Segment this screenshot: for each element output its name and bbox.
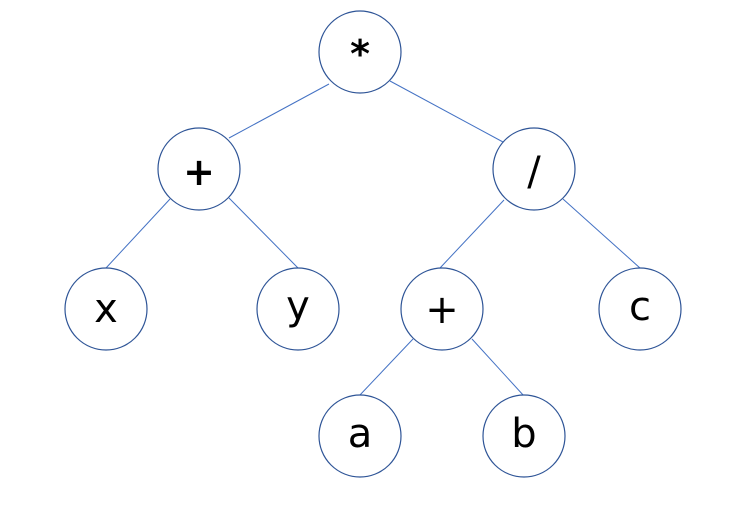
node-leaf-a: a: [318, 394, 402, 478]
node-label: y: [286, 283, 310, 329]
node-leaf-x: x: [64, 267, 148, 351]
node-leaf-b: b: [482, 394, 566, 478]
tree-edges: [105, 80, 641, 397]
node-label: /: [527, 149, 541, 195]
node-label: a: [348, 411, 373, 457]
edge-plus-right-b: [471, 338, 525, 397]
node-label: b: [511, 411, 536, 457]
node-root-multiply: *: [318, 10, 402, 94]
node-label: c: [629, 284, 651, 330]
node-leaf-y: y: [256, 267, 340, 351]
node-plus-right: +: [400, 267, 484, 351]
node-label: +: [425, 287, 459, 333]
node-leaf-c: c: [598, 267, 682, 351]
edge-root-plus-left: [228, 83, 330, 139]
edge-divide-c: [562, 198, 641, 269]
edge-divide-plus-right: [439, 199, 505, 269]
edge-plus-right-a: [358, 338, 414, 397]
node-label: *: [350, 32, 370, 76]
edge-root-divide: [389, 80, 504, 143]
node-label: +: [183, 150, 215, 194]
edge-plus-left-y: [228, 197, 299, 269]
edge-plus-left-x: [105, 198, 171, 269]
node-label: x: [94, 286, 118, 332]
node-plus-left: +: [157, 127, 241, 211]
node-divide: /: [492, 127, 576, 211]
tree-nodes: * + / x y + c a: [64, 10, 682, 478]
